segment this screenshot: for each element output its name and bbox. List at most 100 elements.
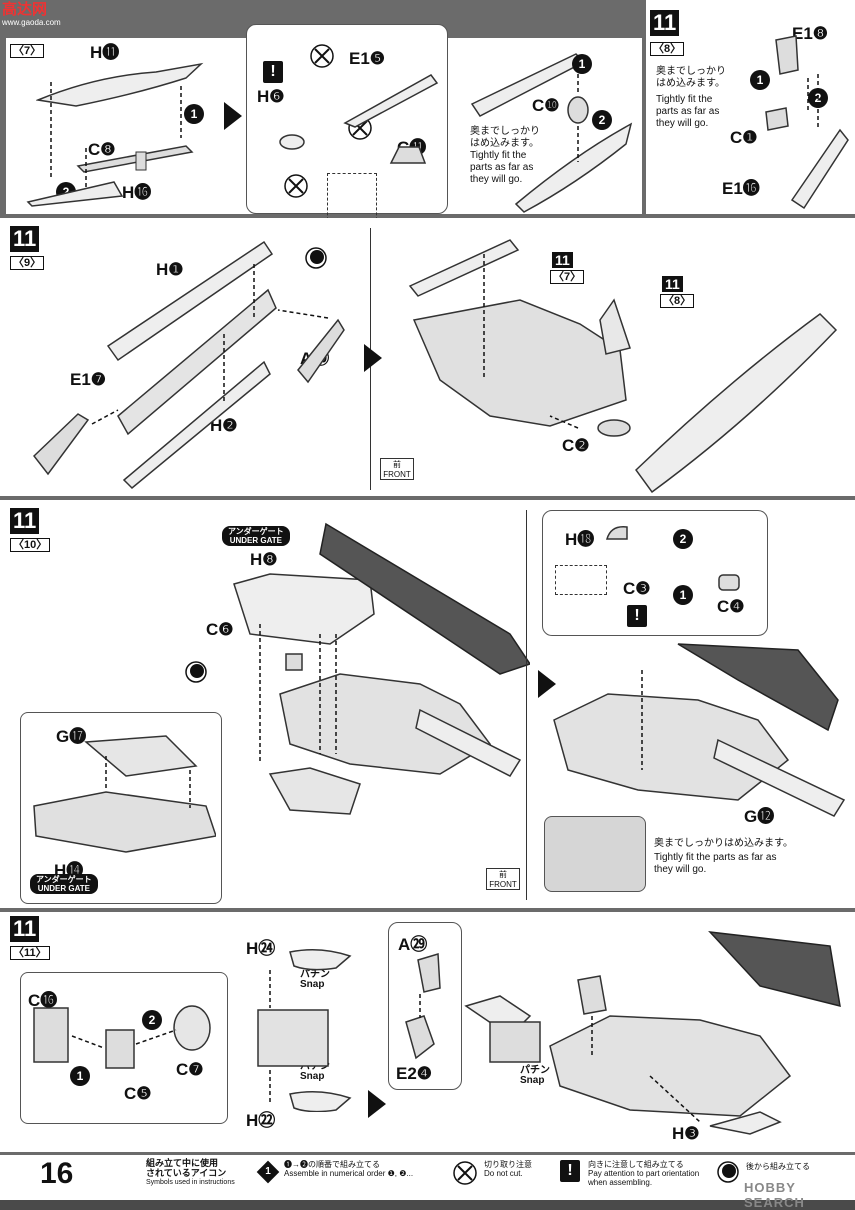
- part-c16-c5-c7: [33, 1005, 211, 1069]
- step-number-10: 11: [10, 508, 40, 534]
- order-2-badge-11: 2: [142, 1010, 162, 1030]
- part-a29-e24: [405, 953, 441, 1060]
- footer-icons-title: 組み立て中に使用 されているアイコン Symbols used in instr…: [146, 1158, 246, 1187]
- watermark-hobbysearch: HOBBY SEARCH: [744, 1180, 805, 1210]
- step-number-9: 11: [10, 226, 40, 252]
- flow-arrow-2: [364, 344, 382, 372]
- gate-detail-box: [555, 565, 607, 595]
- label-g12: G⓬: [744, 807, 775, 826]
- substep-label-10: 〈10〉: [10, 538, 51, 552]
- part-g17-h14: [33, 735, 216, 853]
- substep-label-11: 〈11〉: [10, 946, 50, 960]
- later-assembly-icon-footer: [717, 1161, 739, 1183]
- substep-label-7: 〈7〉: [10, 44, 45, 58]
- footer-bar: [0, 1155, 855, 1200]
- under-gate-en-2: UNDER GATE: [37, 884, 90, 893]
- snap-jp-3: パチン: [520, 1065, 550, 1076]
- ref-step-8: 11: [662, 276, 683, 292]
- snap-jp-1: パチン: [300, 969, 330, 980]
- label-e16: E1⓰: [722, 179, 760, 198]
- label-c1: C❶: [730, 128, 758, 147]
- part-e15: [343, 74, 439, 128]
- tight-fit-note-en: Tightly fit the parts as far as they wil…: [470, 150, 534, 185]
- tight-fit-note-jp-8: 奥までしっかり はめ込みます。: [656, 66, 726, 89]
- label-h1: H❶: [156, 260, 184, 279]
- label-c2: C❷: [562, 436, 590, 455]
- label-c10: C❿: [532, 96, 560, 115]
- label-g17: G⓱: [56, 727, 87, 746]
- step-number-11: 11: [10, 916, 40, 942]
- inset-g12-detail: [544, 816, 646, 892]
- label-c4: C❹: [717, 597, 745, 616]
- footer-nocut-en: Do not cut.: [484, 1169, 523, 1178]
- under-gate-jp-1: アンダーゲート: [228, 527, 284, 536]
- inset-c3-c4-detail: H⓲ C❸ C❹ ! 2 1: [542, 510, 768, 636]
- step-number-8: 11: [650, 10, 680, 36]
- footer-orient-jp: 向きに注意して組み立てる: [588, 1160, 684, 1169]
- substep-label-8: 〈8〉: [650, 42, 685, 56]
- order-2-badge-10: 2: [673, 529, 693, 549]
- front-indicator-9: 前 FRONT: [380, 458, 414, 480]
- panel-step-11: 11 〈11〉 C⓰ C❼ C❺ 1 2 H㉔ H㉒ パチン Snap パチン …: [0, 912, 855, 1152]
- inset-a29-detail: [388, 922, 462, 1090]
- caution-icon-10: !: [627, 605, 647, 627]
- snap-en-1: Snap: [300, 979, 325, 990]
- later-assembly-icon-10: [185, 661, 207, 683]
- nocut-icon-1: [310, 44, 334, 68]
- label-h3: H❸: [672, 1124, 700, 1143]
- part-h1-e17-h2-assembly: [32, 240, 345, 490]
- under-gate-tag-h8: アンダーゲート UNDER GATE: [222, 526, 290, 546]
- label-e24: E2❹: [396, 1064, 433, 1083]
- footer-icons-title-jp: 組み立て中に使用 されているアイコン: [146, 1158, 227, 1178]
- order-1-badge: 1: [184, 104, 204, 124]
- nocut-icon-3: [284, 174, 308, 198]
- part-h18: [606, 526, 628, 540]
- snap-en-2: Snap: [300, 1071, 325, 1082]
- label-h16: H⓰: [122, 183, 152, 202]
- footer-nocut-jp: 切り取り注意: [484, 1160, 532, 1169]
- order-1-badge-b: 1: [572, 54, 592, 74]
- label-c7: C❼: [176, 1060, 204, 1079]
- part-h24-h22-assembly: [257, 949, 352, 1112]
- label-e15: E1❺: [349, 49, 386, 68]
- label-c16: C⓰: [28, 991, 58, 1010]
- footer-order-en: Assemble in numerical order ❶, ❷...: [284, 1169, 414, 1178]
- caution-icon: !: [263, 61, 283, 83]
- panel-step-10: 11 〈10〉 アンダーゲート UNDER GATE H❽ C❻ G⓱ H⓮ ア…: [0, 500, 855, 908]
- order-1-badge-11: 1: [70, 1066, 90, 1086]
- ref-step-7: 11: [552, 252, 573, 268]
- label-h22: H㉒: [246, 1111, 276, 1130]
- site-logo-url: www.gaoda.com: [2, 18, 61, 27]
- label-e18: E1❽: [792, 24, 829, 43]
- snap-label-3: パチン Snap: [520, 1066, 550, 1086]
- footer-order-jp: ❶→❷の順番で組み立てる: [284, 1160, 380, 1169]
- tight-fit-note-en-10: Tightly fit the parts as far as they wil…: [654, 852, 777, 875]
- panel-step-8: 11 〈8〉 E1❽ 奥までしっかり はめ込みます。 Tightly fit t…: [646, 0, 855, 214]
- under-gate-en-1: UNDER GATE: [229, 536, 282, 545]
- part-c10-assembly: [470, 53, 633, 213]
- label-a29: A㉙: [398, 935, 428, 954]
- label-h18: H⓲: [565, 530, 595, 549]
- page-number: 16: [40, 1157, 74, 1190]
- footer-orient: 向きに注意して組み立てる Pay attention to part orien…: [588, 1160, 708, 1187]
- part-e18-assembly: [765, 35, 849, 210]
- panel-step-7: 〈7〉 H⓫ 1 C❽ 2 H⓰ ! H❻ E1❺ C⓫: [6, 24, 642, 235]
- site-logo-text: 高达网: [2, 1, 48, 18]
- part-h6: [279, 134, 305, 150]
- label-h2: H❷: [210, 416, 238, 435]
- front-jp-9: 前: [393, 460, 401, 469]
- label-e17: E1❼: [70, 370, 107, 389]
- panel-divider-10: [526, 510, 527, 900]
- footer-order: ❶→❷の順番で組み立てる Assemble in numerical order…: [284, 1160, 444, 1178]
- sub-assembly-box-g17: [20, 712, 222, 904]
- flow-arrow-4: [368, 1090, 386, 1118]
- label-c8: C❽: [88, 140, 116, 159]
- part-h16: [26, 181, 124, 207]
- label-c6: C❻: [206, 620, 234, 639]
- nocut-icon-footer: [453, 1161, 477, 1185]
- tight-fit-note-jp: 奥までしっかり はめ込みます。: [470, 126, 540, 149]
- label-h6: H❻: [257, 87, 285, 106]
- part-c8: [76, 145, 194, 173]
- main-body-assembly-10: [233, 522, 530, 815]
